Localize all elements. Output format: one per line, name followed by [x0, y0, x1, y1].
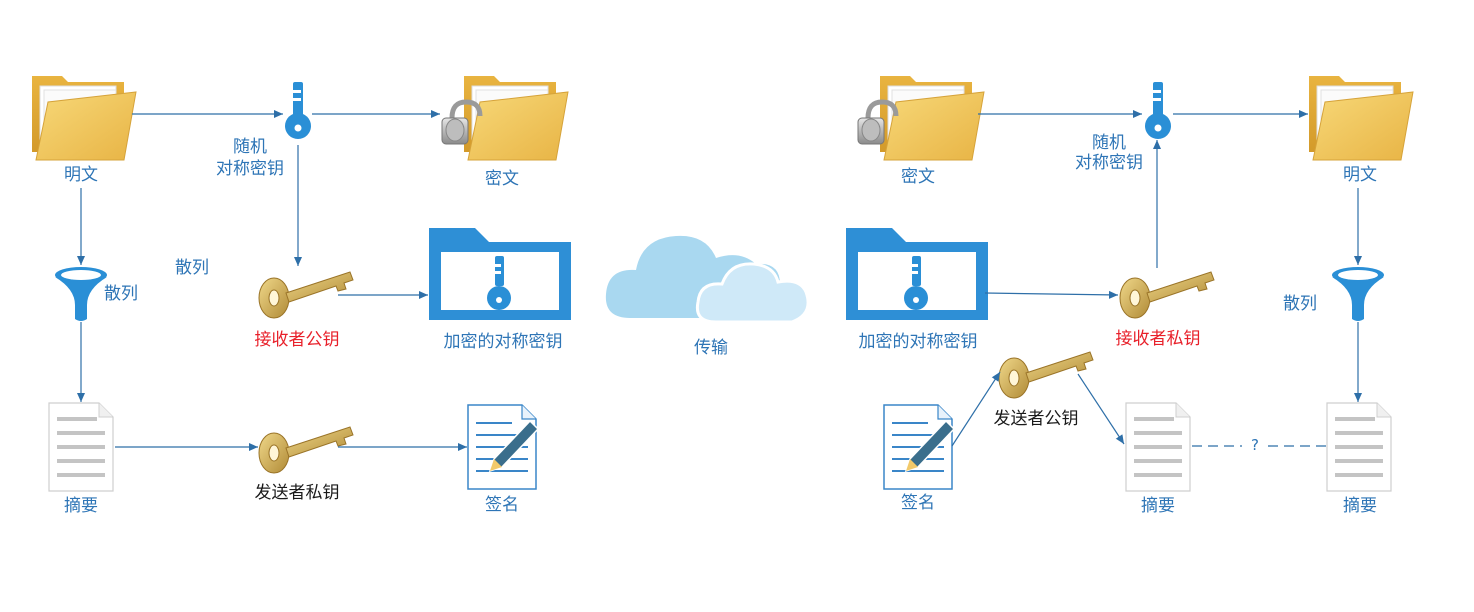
- sender-random-key-label-2: 对称密钥: [216, 159, 284, 179]
- receiver-signature-document-icon: [883, 404, 955, 490]
- receiver-random-key-icon: [1145, 82, 1171, 139]
- sender-hash-label: 散列: [104, 284, 138, 304]
- receiver-computed-digest-label: 摘要: [1141, 496, 1175, 516]
- sender-plaintext-label: 明文: [64, 165, 98, 185]
- sender-private-key-label: 发送者私钥: [255, 483, 340, 503]
- transfer-label: 传输: [694, 338, 728, 358]
- sender-encrypted-key-label: 加密的对称密钥: [444, 332, 563, 352]
- arrow-signature-to-public-key: [951, 371, 1001, 447]
- transfer-cloud-icon: [605, 235, 810, 324]
- sender-signature-label: 签名: [485, 495, 519, 515]
- digest-document-icon: [48, 402, 114, 492]
- encrypted-key-folder-icon: [429, 228, 571, 320]
- receiver-encrypted-key-label: 加密的对称密钥: [859, 332, 978, 352]
- signature-document-icon: [467, 404, 539, 490]
- arrow-encrypted-key-to-private-key: [984, 290, 1119, 299]
- receiver-hash-label: 散列: [1283, 294, 1317, 314]
- ciphertext-folder-icon: [463, 75, 569, 161]
- receiver-random-key-label-2: 对称密钥: [1075, 153, 1143, 173]
- sender-hash-label-alt: 散列: [175, 258, 209, 278]
- sender-digest-label: 摘要: [64, 496, 98, 516]
- arrow-public-key-to-digest: [1077, 373, 1125, 445]
- receiver-computed-digest-icon: [1125, 402, 1191, 492]
- hash-funnel-icon: [55, 267, 107, 321]
- receiver-private-key-icon: [1119, 271, 1215, 319]
- receiver-plaintext-label: 明文: [1343, 165, 1377, 185]
- receiver-hash-funnel-icon: [1332, 267, 1384, 321]
- compare-question-mark: ?: [1251, 436, 1259, 454]
- random-symmetric-key-icon: [285, 82, 311, 139]
- sender-public-key-label: 发送者公钥: [994, 409, 1079, 429]
- receiver-ciphertext-label: 密文: [901, 167, 935, 187]
- sender-private-key-icon: [258, 426, 354, 474]
- receiver-hashed-digest-label: 摘要: [1343, 496, 1377, 516]
- receiver-hashed-digest-icon: [1326, 402, 1392, 492]
- receiver-private-key-label: 接收者私钥: [1116, 329, 1201, 349]
- receiver-ciphertext-folder-icon: [879, 75, 985, 161]
- receiver-public-key-label: 接收者公钥: [255, 330, 340, 350]
- receiver-plaintext-folder-icon: [1308, 75, 1414, 161]
- receiver-encrypted-key-folder-icon: [846, 228, 988, 320]
- sender-ciphertext-label: 密文: [485, 169, 519, 189]
- receiver-signature-label: 签名: [901, 493, 935, 513]
- sender-random-key-label-1: 随机: [233, 137, 267, 157]
- receiver-random-key-label-1: 随机: [1092, 133, 1126, 153]
- plaintext-folder-icon: [31, 75, 137, 161]
